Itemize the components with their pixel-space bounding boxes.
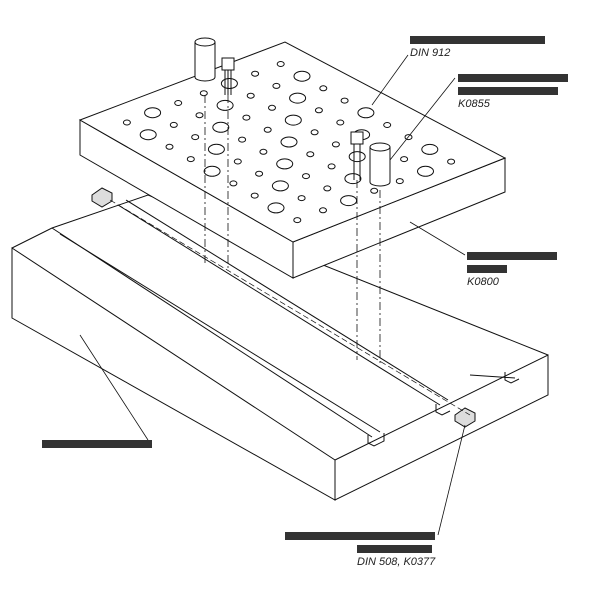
plate-hole — [323, 185, 332, 192]
plate-hole — [276, 158, 294, 170]
plate-hole — [268, 104, 276, 111]
label-din508-text: DIN 508, K0377 — [357, 556, 436, 568]
plate-hole — [139, 129, 157, 141]
plate-hole — [272, 82, 281, 89]
plate-hole — [122, 119, 131, 126]
plate-hole — [233, 158, 242, 165]
label-k0855: K0855 — [458, 72, 568, 111]
label-k0855-text: K0855 — [458, 98, 490, 110]
plate-hole — [203, 165, 221, 177]
label-base — [42, 438, 152, 451]
plate-hole — [340, 97, 349, 104]
plate-hole — [199, 90, 208, 97]
plate-hole — [165, 143, 174, 150]
plate-hole — [370, 187, 379, 194]
plate-hole — [267, 202, 285, 214]
plate-hole — [191, 134, 200, 141]
plate-hole — [344, 173, 362, 185]
plate-hole — [255, 170, 264, 177]
plate-hole — [246, 92, 255, 99]
plate-hole — [280, 136, 298, 148]
plate-hole — [404, 134, 413, 141]
plate-hole — [319, 85, 328, 92]
plate-hole — [220, 78, 238, 89]
plate-hole — [212, 121, 230, 133]
plate-hole — [421, 143, 439, 155]
plate-hole — [306, 151, 315, 158]
plate-hole — [250, 192, 259, 199]
plate-hole — [229, 180, 238, 187]
plate-hole — [238, 136, 247, 143]
plate-hole — [310, 129, 319, 136]
plate-hole — [297, 195, 306, 202]
plate-hole — [319, 207, 327, 214]
plate-hole — [276, 61, 285, 67]
fixture-plate — [78, 41, 507, 279]
label-din912-text: DIN 912 — [410, 47, 451, 59]
base-block — [11, 194, 549, 501]
plate-hole — [357, 107, 375, 119]
plate-hole — [314, 107, 323, 114]
label-din508: DIN 508, K0377 — [285, 530, 435, 569]
plate-hole — [302, 173, 310, 180]
positioning-pin — [194, 37, 391, 187]
label-din912: DIN 912 — [410, 34, 545, 60]
label-k0800: K0800 — [467, 250, 557, 289]
plate-hole — [336, 119, 345, 126]
plate-hole — [417, 165, 434, 177]
plate-hole — [293, 217, 302, 224]
plate-hole — [263, 126, 272, 133]
plate-hole — [144, 107, 162, 119]
plate-hole — [207, 143, 225, 155]
plate-hole — [259, 148, 268, 155]
plate-hole — [383, 122, 392, 128]
plate-hole — [174, 100, 183, 106]
plate-holes — [122, 61, 456, 224]
plate-hole — [331, 141, 340, 148]
plate-hole — [242, 114, 251, 121]
plate-hole — [169, 121, 178, 128]
plate-hole — [395, 178, 404, 185]
plate-hole — [195, 112, 204, 119]
label-k0800-text: K0800 — [467, 276, 499, 288]
plate-hole — [216, 99, 234, 111]
plate-hole — [327, 163, 336, 170]
plate-hole — [289, 92, 307, 104]
cap-screw — [221, 57, 364, 180]
t-slot-nut — [91, 187, 476, 428]
plate-hole — [400, 156, 409, 163]
plate-hole — [348, 151, 366, 163]
plate-hole — [251, 70, 260, 77]
plate-hole — [293, 70, 311, 82]
plate-hole — [284, 114, 302, 126]
leader-lines — [79, 54, 466, 536]
plate-hole — [447, 158, 456, 165]
plate-hole — [271, 180, 289, 192]
plate-hole — [186, 156, 195, 163]
